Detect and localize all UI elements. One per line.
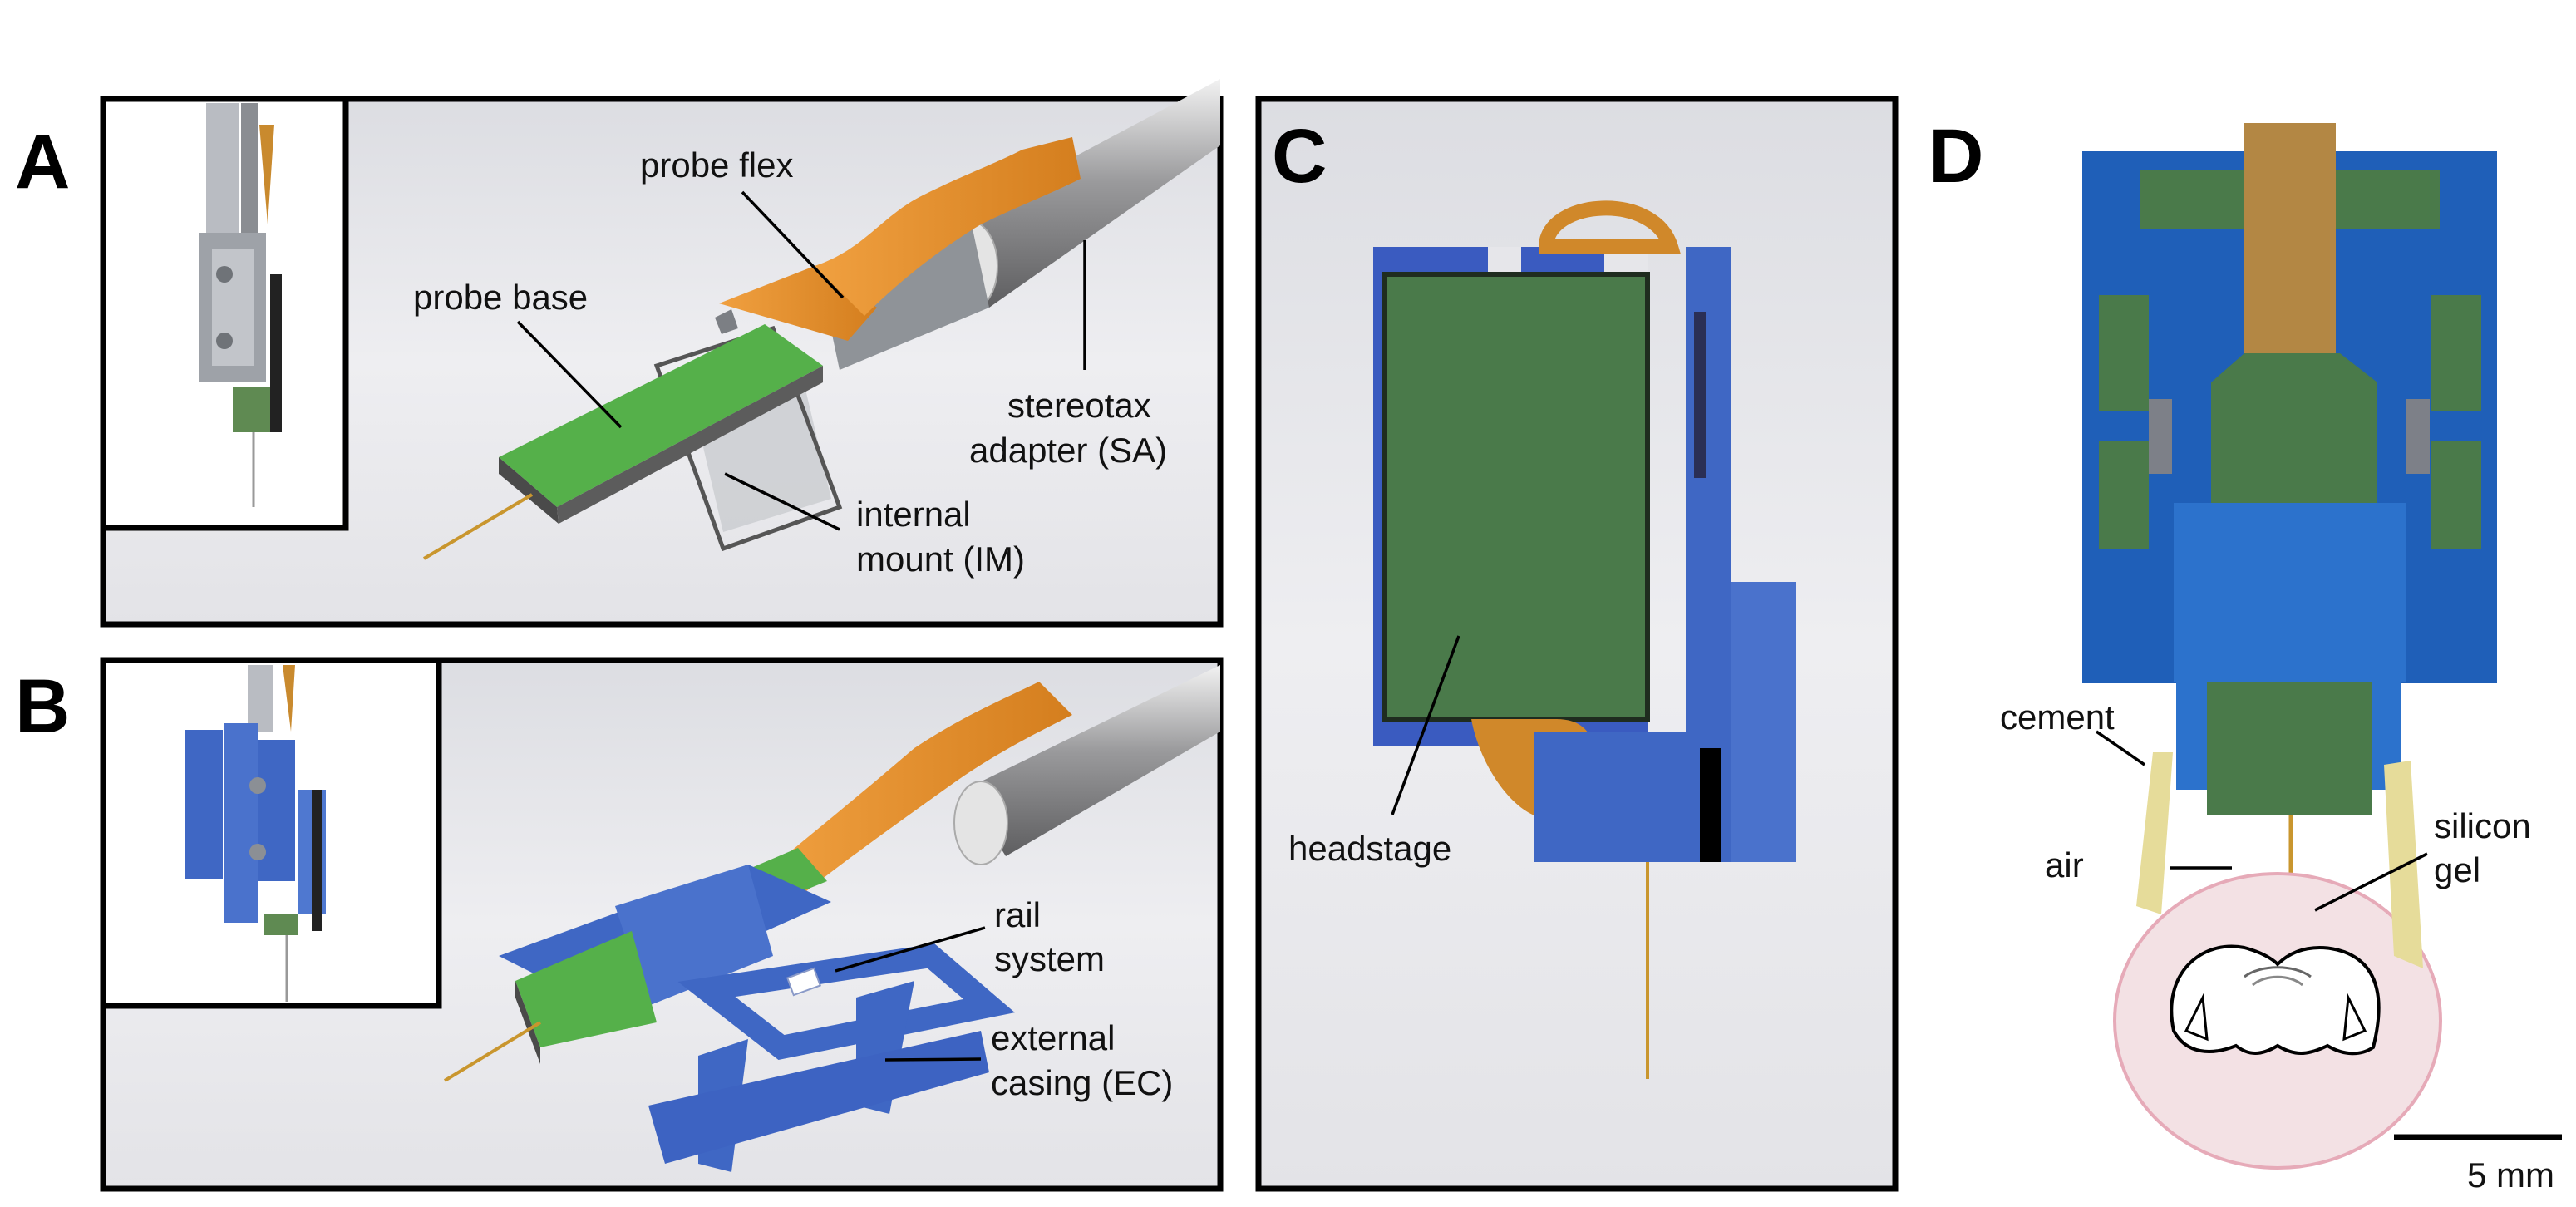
- silicon-gel-left: [2136, 752, 2173, 914]
- silicon-gel-leader: [2314, 852, 2428, 912]
- implant-cross-section: [2082, 123, 2497, 1027]
- silicon-gel-label-line2: gel: [2434, 850, 2480, 889]
- panel-d-letter: D: [1928, 114, 1983, 199]
- panel-c-render: [1373, 200, 1796, 1079]
- probe-base-label: probe base: [413, 278, 588, 317]
- stereotax-label-line1: stereotax: [1007, 386, 1151, 425]
- panel-c: headstage C: [1255, 96, 1899, 1192]
- cement-label: cement: [2000, 697, 2115, 737]
- internal-mount-label-line2: mount (IM): [856, 539, 1025, 579]
- rail-system-label-line2: system: [994, 939, 1105, 978]
- internal-mount-label-line1: internal: [856, 495, 971, 534]
- probe-flex-leader: [741, 190, 845, 299]
- rail-system-leader: [835, 926, 986, 973]
- external-casing-label-line1: external: [991, 1018, 1115, 1057]
- probe-flex-label: probe flex: [640, 145, 793, 185]
- external-casing-leader: [884, 1057, 982, 1062]
- internal-mount-leader: [724, 472, 840, 531]
- scale-bar-label: 5 mm: [2467, 1155, 2554, 1195]
- brain-slice-outline: [2170, 944, 2381, 1056]
- headstage-label: headstage: [1288, 829, 1451, 868]
- panel-a-letter: A: [15, 120, 70, 204]
- probe-base-leader: [516, 320, 623, 429]
- panel-b-inset: [100, 657, 442, 1009]
- panel-b-letter: B: [15, 664, 70, 749]
- panel-b: rail system external casing (EC) B: [15, 657, 1224, 1192]
- panel-a-render: [422, 79, 1220, 560]
- panel-d: cement air silicon gel 5 mm D: [1928, 114, 2562, 1195]
- panel-c-letter: C: [1272, 114, 1327, 199]
- panel-a: probe flex probe base stereotax adapter …: [15, 79, 1224, 628]
- stereotax-label-line2: adapter (SA): [969, 431, 1167, 470]
- silicon-gel-label-line1: silicon: [2434, 806, 2531, 845]
- panel-b-render: [443, 665, 1220, 1172]
- headstage-leader: [1391, 635, 1460, 815]
- external-casing-label-line2: casing (EC): [991, 1063, 1173, 1102]
- air-label: air: [2045, 845, 2084, 884]
- rail-system-label-line1: rail: [994, 895, 1041, 934]
- cement-leader: [2096, 730, 2145, 766]
- panel-a-inset: [100, 96, 349, 531]
